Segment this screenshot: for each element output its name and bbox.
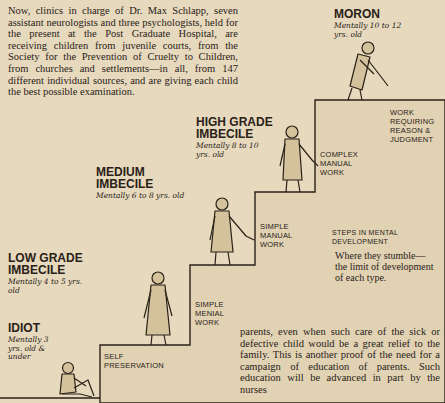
category-heading: LOW GRADE IMBECILE	[8, 252, 90, 276]
category-heading: IDIOT	[8, 322, 68, 334]
step-label: COMPLEX MANUAL WORK	[320, 150, 372, 177]
mental-age-note: Mentally 4 to 5 yrs. old	[8, 278, 88, 295]
article-paragraph: parents, even when such care of the sick…	[240, 326, 440, 396]
idiot-figure	[60, 363, 94, 398]
mental-age-note: Mentally 6 to 8 yrs. old	[96, 192, 188, 201]
low-grade-figure	[144, 272, 172, 345]
section-note: Where they stumble— the limit of develop…	[335, 250, 438, 283]
step-label: SIMPLE MENIAL WORK	[195, 300, 237, 327]
article-paragraph: Now, clinics in charge of Dr. Max Schlap…	[8, 5, 238, 98]
step-label: SELF PRESERVATION	[104, 352, 148, 370]
mental-age-note: Mentally 3 yrs. old & under	[8, 336, 58, 362]
step-label: WORK REQUIRING REASON & JUDGMENT	[390, 108, 440, 144]
staircase	[0, 100, 445, 403]
high-grade-figure	[280, 126, 318, 192]
mental-age-note: Mentally 10 to 12 yrs. old	[334, 22, 404, 39]
mental-age-note: Mentally 8 to 10 yrs. old	[196, 142, 274, 159]
category-heading: MORON	[334, 8, 394, 20]
category-heading: MEDIUM IMBECILE	[96, 166, 188, 190]
moron-figure	[348, 42, 388, 100]
category-heading: HIGH GRADE IMBECILE	[196, 116, 276, 140]
medium-figure	[210, 198, 254, 265]
step-label: SIMPLE MANUAL WORK	[260, 222, 310, 249]
section-heading: STEPS IN MENTAL DEVELOPMENT	[332, 228, 437, 246]
